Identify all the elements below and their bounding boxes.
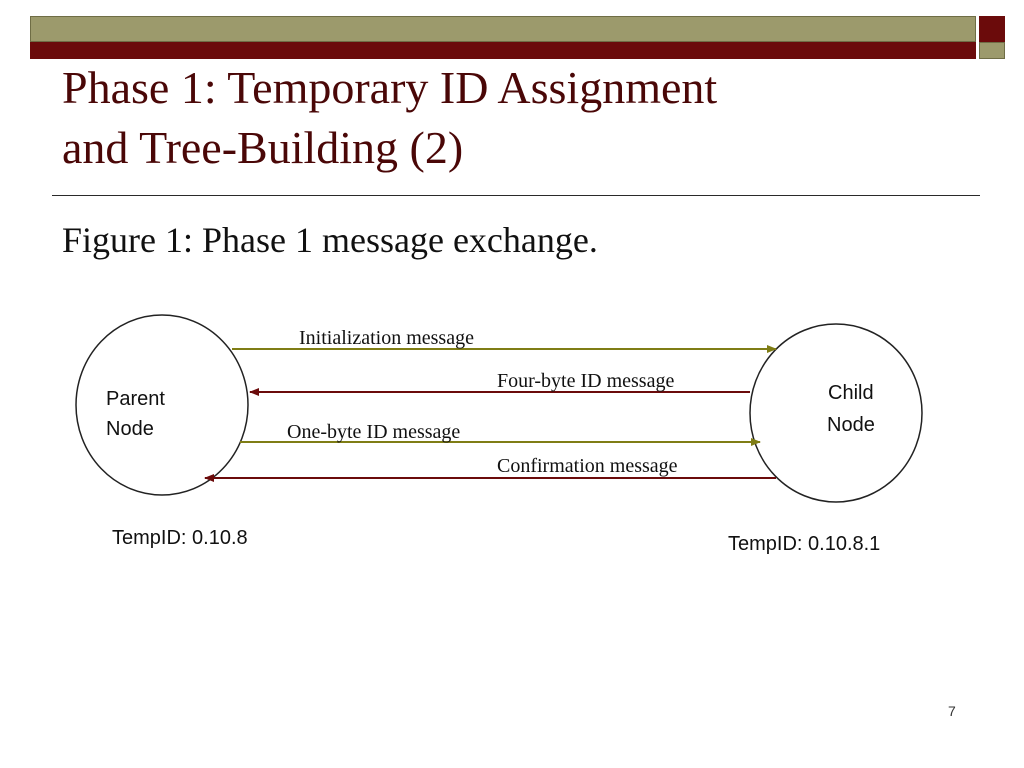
header-olive-bar — [30, 16, 976, 42]
one-byte-id-message-label: One-byte ID message — [287, 421, 460, 443]
initialization-message-label: Initialization message — [299, 327, 474, 349]
header-maroon-square — [979, 16, 1005, 42]
child-temp-id: TempID: 0.10.8.1 — [728, 533, 881, 555]
parent-node-circle — [75, 314, 249, 496]
parent-temp-id: TempID: 0.10.8 — [112, 527, 248, 549]
title-divider — [52, 195, 980, 196]
slide-title: Phase 1: Temporary ID Assignment and Tre… — [62, 62, 718, 173]
header-maroon-bar — [30, 42, 976, 59]
parent-node-label-line1: Parent — [106, 388, 165, 410]
child-node-circle — [749, 323, 923, 503]
header-olive-square — [979, 42, 1005, 59]
child-node-label-line2: Node — [827, 414, 875, 436]
confirmation-message-label: Confirmation message — [497, 455, 678, 477]
child-node-label-line1: Child — [828, 382, 874, 404]
four-byte-id-message-label: Four-byte ID message — [497, 370, 674, 392]
parent-node-label-line2: Node — [106, 418, 154, 440]
page-number: 7 — [948, 703, 956, 719]
figure-caption: Figure 1: Phase 1 message exchange. — [62, 220, 598, 260]
